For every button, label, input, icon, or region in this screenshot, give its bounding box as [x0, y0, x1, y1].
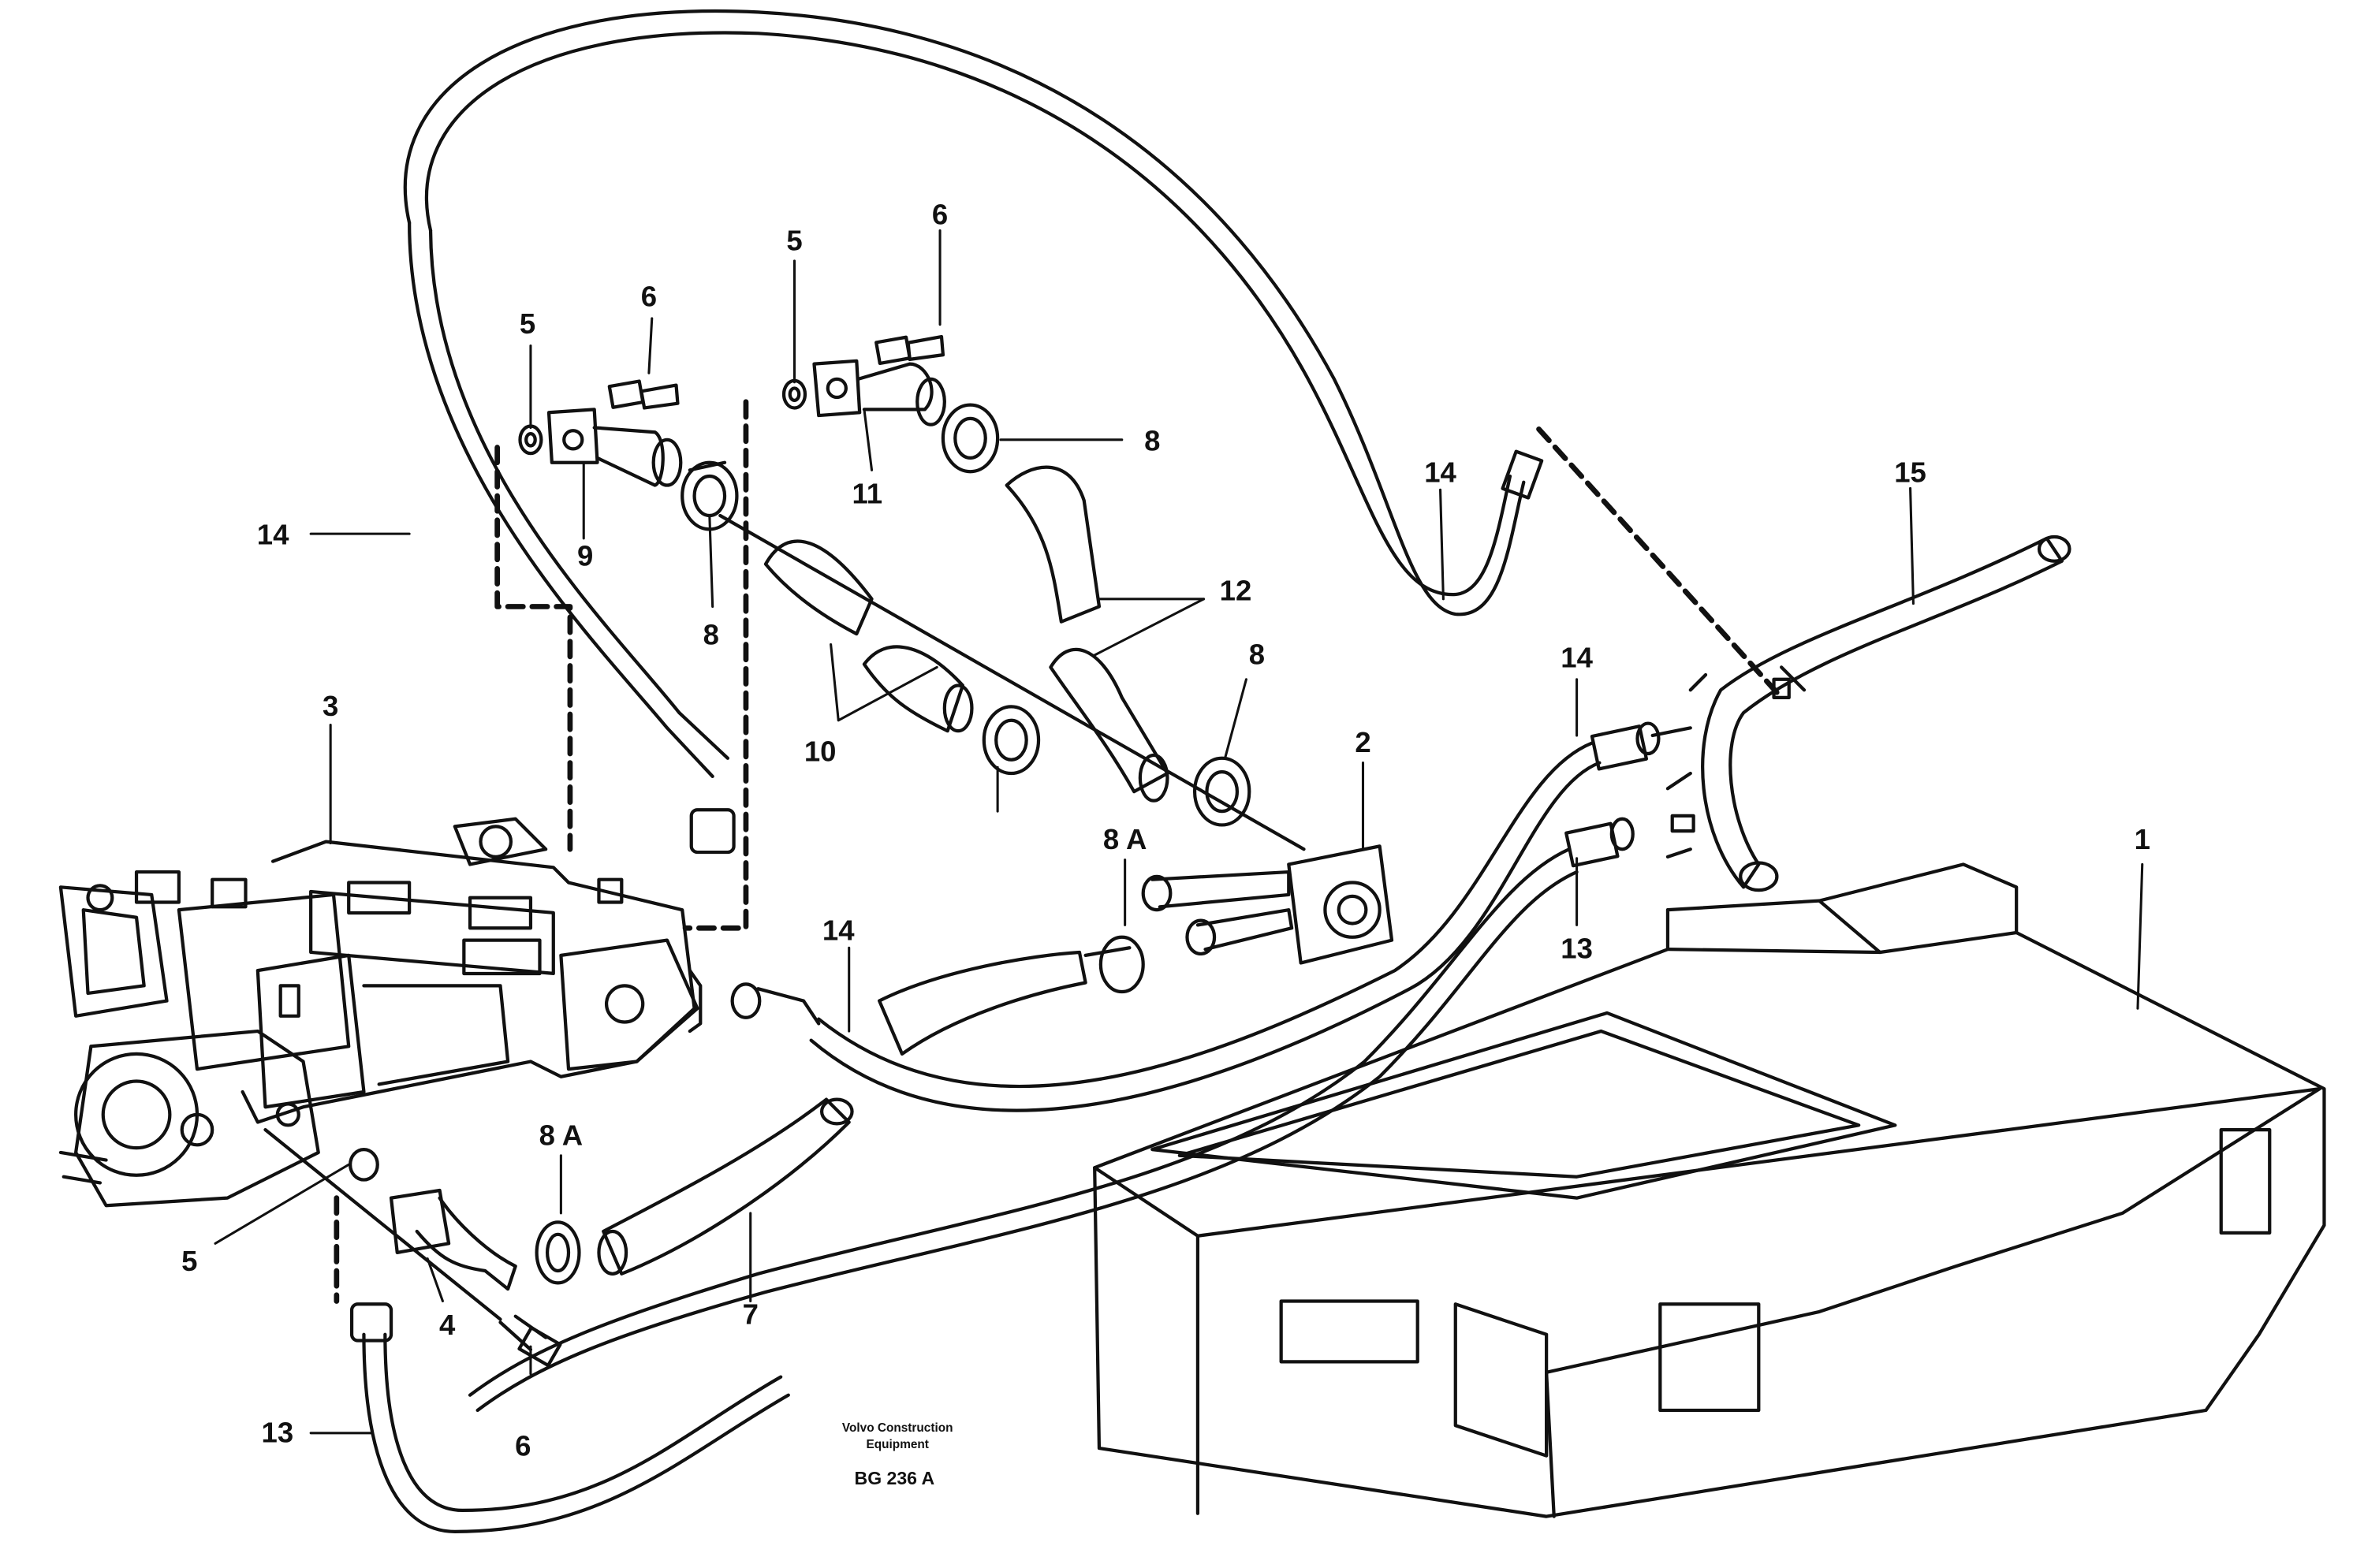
callout-8-left: 8 [703, 619, 719, 651]
caption-maker-line1: Volvo Construction [842, 1421, 953, 1435]
caption-maker-line2: Equipment [867, 1438, 929, 1451]
fitting-group-11 [781, 334, 1000, 474]
callout-13-right: 13 [1561, 933, 1593, 965]
callout-14-bottom: 14 [822, 914, 855, 947]
callout-leaders [214, 229, 2144, 1435]
fitting-group-9 [518, 379, 739, 531]
callout-8A-right: 8 A [1103, 823, 1147, 855]
callout-9: 9 [577, 539, 593, 572]
callout-14-right: 14 [1561, 641, 1593, 673]
hose-10-segments [763, 539, 1041, 776]
fitting-group-4 [263, 1097, 854, 1368]
callout-6-bottom: 6 [515, 1430, 531, 1462]
callout-10: 10 [804, 736, 837, 768]
hose-13-return [468, 817, 1635, 1413]
callout-5-left: 5 [520, 307, 535, 340]
callout-12: 12 [1220, 575, 1252, 607]
callout-1: 1 [2135, 823, 2150, 855]
filter-head-2 [878, 844, 1394, 1056]
callout-8A-bottom: 8 A [539, 1119, 583, 1151]
callout-15: 15 [1894, 456, 1926, 489]
callout-8-mid: 8 [1249, 639, 1265, 671]
hose-12-segments [1005, 465, 1251, 827]
callout-4: 4 [439, 1309, 456, 1341]
hose-14-return [809, 721, 1692, 1112]
callout-11: 11 [852, 478, 882, 510]
connection-dashed-lines [334, 399, 1784, 1304]
assembly-leader-line [718, 513, 1306, 851]
hose-13-left [349, 1302, 790, 1533]
callout-13-left: 13 [262, 1416, 294, 1448]
callout-7: 7 [743, 1298, 759, 1330]
hose-14-loop [403, 9, 1544, 855]
callout-14-left: 14 [257, 519, 289, 551]
callout-6-right: 6 [932, 199, 948, 231]
callout-3: 3 [323, 690, 338, 722]
callout-5-right: 5 [786, 224, 802, 256]
callout-6-left: 6 [641, 281, 657, 313]
pump-assembly [58, 817, 703, 1208]
drawing-caption: Volvo Construction Equipment BG 236 A [842, 1421, 953, 1488]
pipe-15 [1665, 534, 2071, 892]
hydraulic-tank [1093, 862, 2326, 1518]
pump-outlet-fitting [730, 982, 821, 1026]
callout-5-bottom: 5 [181, 1245, 197, 1277]
callout-8-upper: 8 [1144, 424, 1160, 456]
callout-2: 2 [1355, 726, 1370, 758]
caption-drawing-code: BG 236 A [855, 1468, 935, 1488]
callout-14-top: 14 [1424, 456, 1456, 489]
